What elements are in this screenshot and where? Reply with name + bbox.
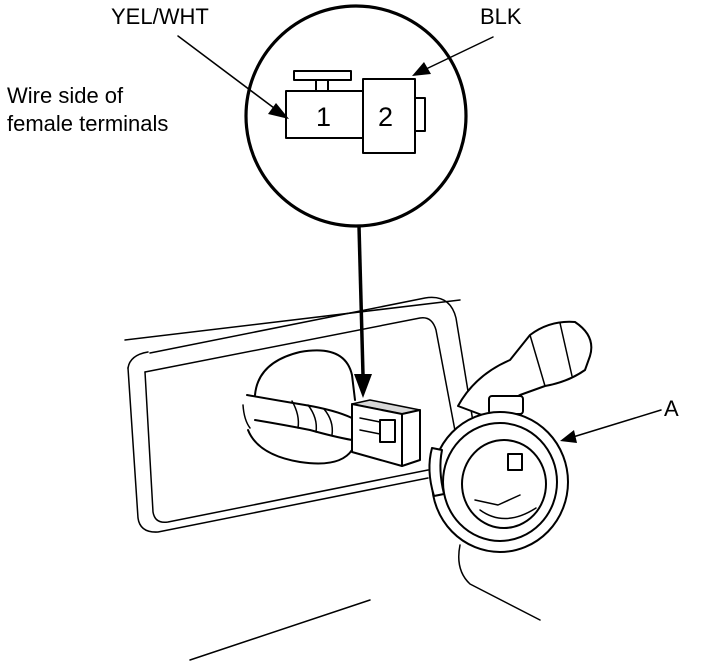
label-blk: BLK xyxy=(480,4,522,29)
label-wire-side-line2: female terminals xyxy=(7,111,168,136)
connector-lock-tab xyxy=(379,419,396,443)
socket-contact xyxy=(507,453,523,471)
harness-connector xyxy=(351,399,421,467)
body-panel xyxy=(124,296,541,661)
socket-bore xyxy=(461,439,547,529)
socket-flange xyxy=(428,447,445,497)
wire-harness xyxy=(246,394,353,441)
connector-latch-stem xyxy=(315,79,329,92)
terminal-1-number: 1 xyxy=(316,102,331,132)
connector-face: 1 2 xyxy=(285,70,426,154)
label-part-a: A xyxy=(664,396,679,421)
socket-inner-ring xyxy=(442,422,558,542)
magnifier-circle xyxy=(244,4,468,228)
terminal-2-cavity xyxy=(362,78,416,154)
label-wire-side-line1: Wire side of xyxy=(7,83,124,108)
leader-part-a xyxy=(560,409,662,443)
connector-latch-top xyxy=(293,70,352,81)
socket-outer-ring xyxy=(431,411,569,553)
accessory-socket xyxy=(428,320,593,553)
terminal-1-cavity xyxy=(285,90,364,139)
terminal-2-number: 2 xyxy=(378,102,393,132)
connection-arrow xyxy=(354,225,372,398)
connector-side-tab xyxy=(414,97,426,132)
access-hole xyxy=(242,349,356,465)
label-yel-wht: YEL/WHT xyxy=(111,4,209,29)
leader-blk xyxy=(412,36,494,76)
leader-yel-wht xyxy=(177,35,289,119)
